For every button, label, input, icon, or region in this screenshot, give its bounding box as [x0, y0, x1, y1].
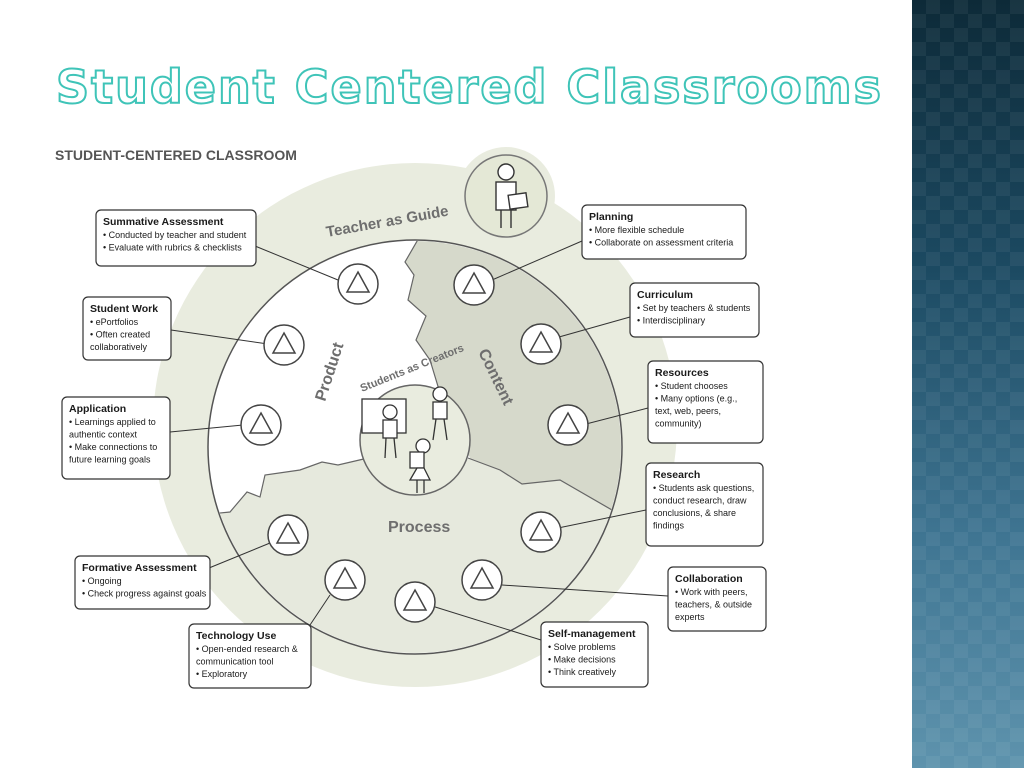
callout-title: Student Work	[90, 303, 158, 315]
callout-resources: Resources • Student chooses • Many options…	[647, 360, 764, 444]
callout-application: Application • Learnings applied to authent…	[61, 396, 171, 480]
callout-item: • Think creatively	[548, 667, 617, 677]
sector-label-process: Process	[388, 519, 450, 536]
node-collaboration-icon	[461, 559, 503, 601]
callout-student-work: Student Work • ePortfolios • Often created…	[82, 296, 172, 361]
callout-title: Summative Assessment	[103, 216, 224, 228]
students-figure-icon	[361, 386, 448, 493]
callout-collaboration: Collaboration • Work with peers, teachers,…	[667, 566, 767, 632]
callout-title: Formative Assessment	[82, 562, 197, 574]
callout-item: • Evaluate with rubrics & checklists	[103, 243, 242, 253]
callout-research: Research • Students ask questions, conduct…	[645, 462, 764, 547]
node-resources-icon	[547, 404, 589, 446]
callout-technology: Technology Use • Open-ended research & com…	[188, 623, 312, 689]
connector-lines	[169, 240, 669, 641]
callout-item: • Students ask questions,	[653, 483, 754, 493]
callout-item: • Make connections to	[69, 442, 157, 452]
teacher-figure-icon	[495, 163, 529, 228]
callout-item: • Many options (e.g.,	[655, 394, 737, 404]
callout-item: conduct research, draw	[653, 496, 747, 506]
callout-item: • Interdisciplinary	[637, 316, 706, 326]
callout-title: Application	[69, 403, 126, 415]
callout-title: Curriculum	[637, 289, 693, 301]
callout-item: community)	[655, 419, 702, 429]
callout-title: Resources	[655, 367, 709, 379]
callout-title: Self-management	[548, 628, 636, 640]
callout-curriculum: Curriculum • Set by teachers & students • …	[629, 282, 760, 338]
callout-item: • Conducted by teacher and student	[103, 230, 247, 240]
callout-title: Technology Use	[196, 630, 276, 642]
callout-item: • Make decisions	[548, 655, 616, 665]
slide-title: Student Centered Classrooms	[55, 60, 883, 114]
node-self-management-icon	[394, 581, 436, 623]
diagram-heading: STUDENT-CENTERED CLASSROOM	[55, 147, 297, 163]
callout-item: authentic context	[69, 430, 138, 440]
callout-item: • Check progress against goals	[82, 589, 207, 599]
node-application-icon	[240, 404, 282, 446]
callout-summative: Summative Assessment • Conducted by teach…	[95, 209, 257, 267]
callout-item: • Collaborate on assessment criteria	[589, 238, 733, 248]
node-summative-icon	[337, 263, 379, 305]
callout-item: • More flexible schedule	[589, 225, 684, 235]
callout-item: text, web, peers,	[655, 406, 721, 416]
callout-item: • ePortfolios	[90, 317, 139, 327]
callout-item: • Solve problems	[548, 642, 616, 652]
callout-item: future learning goals	[69, 455, 151, 465]
student-centered-diagram: STUDENT-CENTERED CLASSROOM	[55, 147, 767, 689]
node-formative-icon	[267, 514, 309, 556]
callout-item: experts	[675, 612, 705, 622]
callout-item: • Ongoing	[82, 576, 122, 586]
callout-item: collaboratively	[90, 342, 148, 352]
callout-item: communication tool	[196, 657, 274, 667]
callout-item: • Student chooses	[655, 381, 728, 391]
callout-item: conclusions, & share	[653, 508, 736, 518]
callout-planning: Planning • More flexible schedule • Collab…	[581, 204, 747, 260]
callout-item: • Open-ended research &	[196, 644, 298, 654]
node-technology-icon	[324, 559, 366, 601]
node-student-work-icon	[263, 324, 305, 366]
callout-item: • Set by teachers & students	[637, 303, 751, 313]
callout-item: findings	[653, 521, 685, 531]
callout-title: Planning	[589, 211, 633, 223]
decorative-side-panel	[912, 0, 1024, 768]
callout-item: • Often created	[90, 330, 150, 340]
callout-title: Research	[653, 469, 700, 481]
process-sector	[209, 458, 621, 653]
node-curriculum-icon	[520, 323, 562, 365]
callout-item: • Exploratory	[196, 669, 248, 679]
callout-formative: Formative Assessment • Ongoing • Check pro…	[74, 555, 211, 610]
node-research-icon	[520, 511, 562, 553]
callout-item: teachers, & outside	[675, 600, 752, 610]
callout-item: • Learnings applied to	[69, 417, 156, 427]
callout-item: • Work with peers,	[675, 587, 748, 597]
node-planning-icon	[453, 264, 495, 306]
callout-title: Collaboration	[675, 573, 743, 585]
callout-self-management: Self-management • Solve problems • Make de…	[540, 621, 649, 688]
